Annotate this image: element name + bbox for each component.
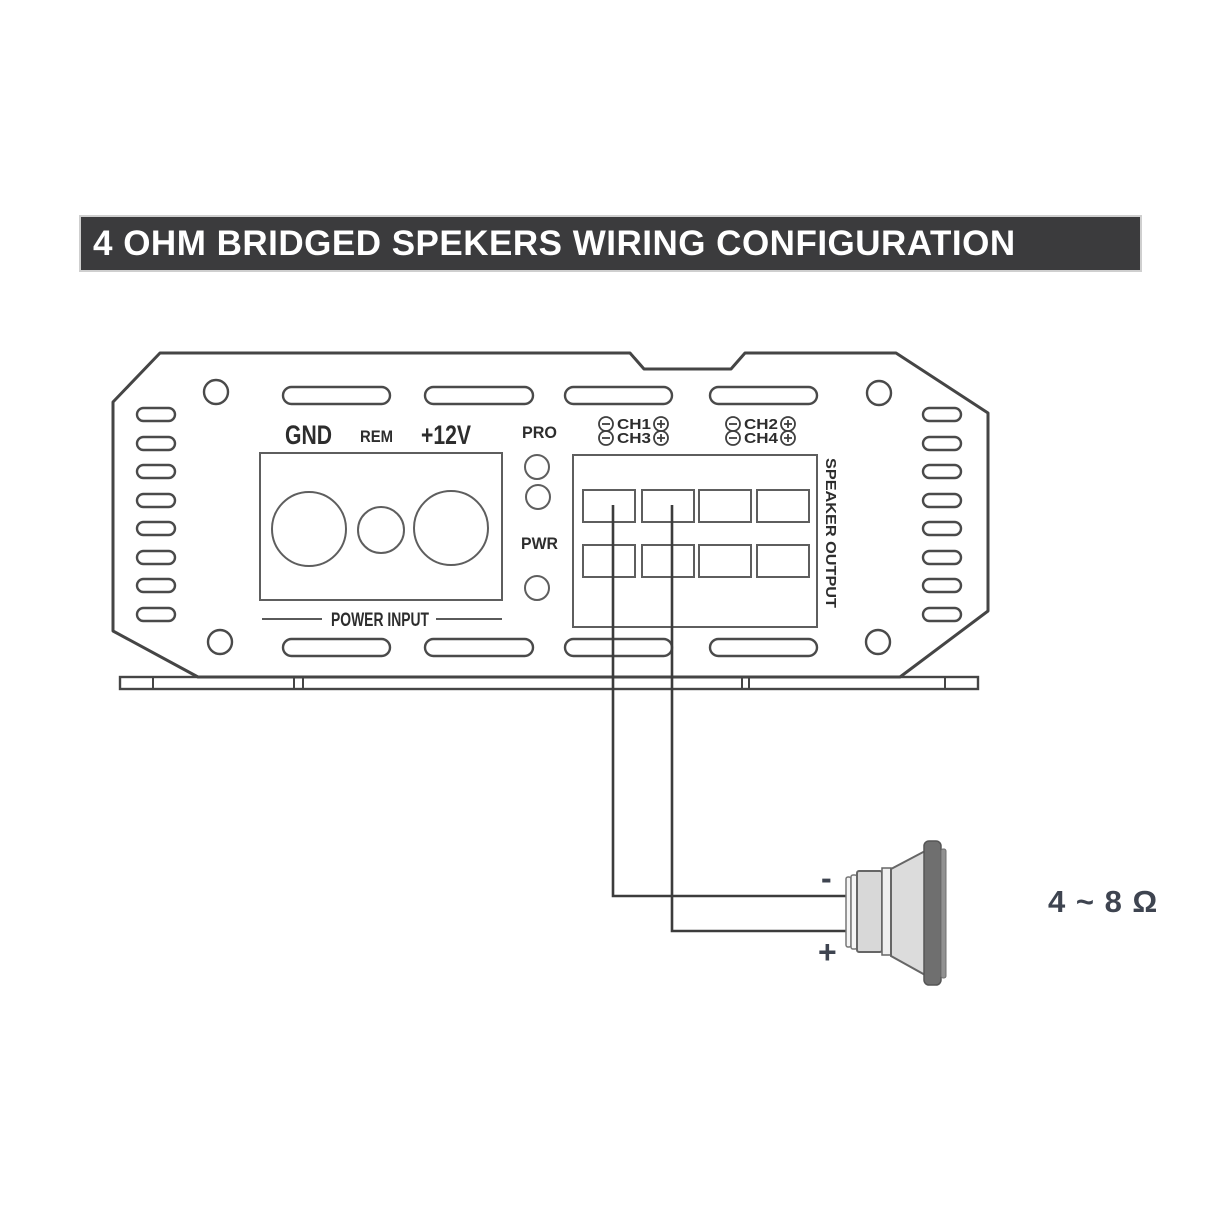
speaker: - +	[818, 840, 947, 986]
vent-slot	[921, 435, 963, 452]
ch1-label: CH1	[617, 416, 651, 433]
speaker-terminal	[698, 489, 752, 523]
plus12v-label: +12V	[421, 420, 471, 450]
positive-wire	[670, 505, 846, 933]
minus-terminal-icon	[725, 430, 741, 446]
power-input-caption: POWER INPUT	[331, 610, 429, 631]
mounting-base	[118, 675, 980, 691]
top-vent-slots	[281, 385, 819, 406]
vent-slot	[423, 637, 535, 658]
rem-terminal-hole	[357, 506, 405, 554]
vent-slot	[921, 606, 963, 623]
vent-slot	[423, 385, 535, 406]
screw-hole	[864, 628, 892, 656]
title-bar: 4 OHM BRIDGED SPEKERS WIRING CONFIGURATI…	[79, 215, 1142, 272]
plus-terminal-icon	[780, 430, 796, 446]
screw-hole	[206, 628, 234, 656]
vent-slot	[135, 606, 177, 623]
plus12v-terminal-hole	[413, 490, 489, 566]
vent-slot	[281, 385, 392, 406]
screw-hole	[865, 379, 893, 407]
speaker-cone	[890, 848, 928, 978]
speaker-positive-label: +	[818, 934, 837, 970]
pwr-label: PWR	[521, 534, 558, 553]
speaker-terminal	[756, 489, 810, 523]
bottom-vent-slots	[281, 637, 819, 658]
left-vent-slots	[135, 406, 177, 623]
vent-slot	[135, 520, 177, 537]
speaker-terminal	[756, 544, 810, 578]
speaker-flange	[923, 840, 942, 986]
impedance-label: 4 ~ 8 Ω	[1048, 884, 1158, 919]
vent-slot	[135, 406, 177, 423]
vent-slot	[921, 492, 963, 509]
speaker-spacer-ring	[881, 867, 892, 956]
indicator-section: PRO PWR	[521, 423, 558, 601]
pwr-led	[524, 575, 550, 601]
speaker-negative-label: -	[821, 860, 832, 896]
vent-slot	[135, 435, 177, 452]
wires	[611, 505, 846, 933]
screw-hole	[202, 378, 230, 406]
speaker-terminal	[698, 544, 752, 578]
speaker-terminal	[582, 544, 636, 578]
speaker-terminal	[641, 544, 695, 578]
vent-slot	[921, 463, 963, 480]
channel-labels: CH1 CH3 CH2	[598, 416, 796, 447]
page-title: 4 OHM BRIDGED SPEKERS WIRING CONFIGURATI…	[93, 223, 1016, 263]
vent-slot	[135, 549, 177, 566]
minus-terminal-icon	[598, 430, 614, 446]
vent-slot	[921, 549, 963, 566]
speaker-output-block	[572, 454, 818, 628]
amplifier: GND REM +12V POWER INPUT PRO PWR	[111, 351, 990, 679]
vent-slot	[921, 577, 963, 594]
power-input-section: GND REM +12V POWER INPUT	[259, 420, 503, 631]
vent-slot	[563, 637, 674, 658]
vent-slot	[135, 577, 177, 594]
gnd-terminal-hole	[271, 491, 347, 567]
speaker-output-section: CH1 CH3 CH2	[572, 416, 839, 628]
vent-slot	[281, 637, 392, 658]
speaker-terminal	[641, 489, 695, 523]
pro-led	[525, 484, 551, 510]
vent-slot	[135, 492, 177, 509]
vent-slot	[921, 520, 963, 537]
vent-slot	[921, 406, 963, 423]
vent-slot	[708, 637, 819, 658]
pro-led	[524, 454, 550, 480]
ch2-label: CH2	[744, 416, 778, 433]
pro-label: PRO	[522, 423, 557, 442]
power-terminal-block	[259, 452, 503, 601]
vent-slot	[563, 385, 674, 406]
vent-slot	[135, 463, 177, 480]
speaker-terminal	[582, 489, 636, 523]
speaker-magnet	[856, 870, 883, 953]
amplifier-outline	[111, 351, 990, 679]
speaker-output-caption: SPEAKER OUTPUT	[822, 458, 839, 608]
ch4-label: CH4	[744, 430, 779, 447]
speaker-flange-back	[940, 848, 947, 979]
plus-terminal-icon	[653, 430, 669, 446]
ch3-label: CH3	[617, 430, 651, 447]
gnd-label: GND	[285, 420, 332, 450]
negative-wire	[611, 505, 846, 898]
vent-slot	[708, 385, 819, 406]
right-vent-slots	[921, 406, 963, 623]
rem-label: REM	[360, 427, 393, 446]
